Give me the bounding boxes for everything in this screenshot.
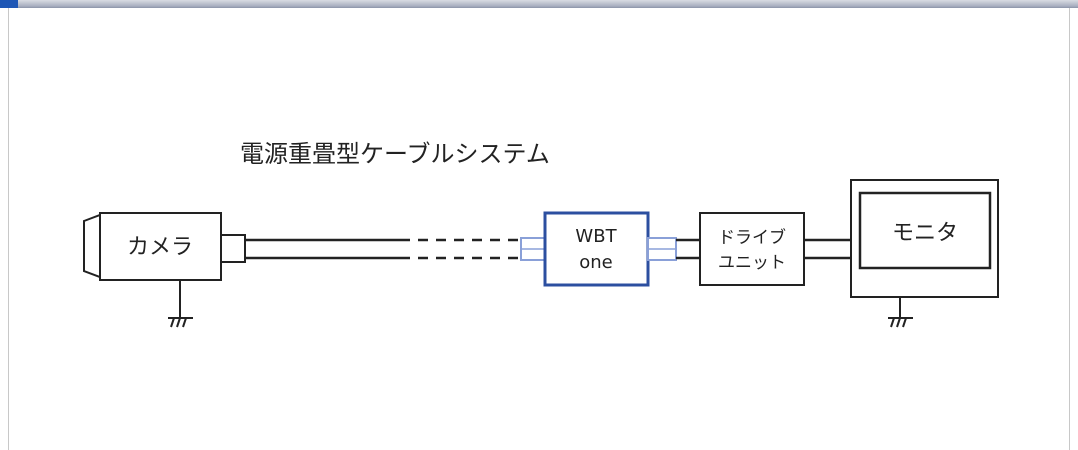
- wbt-label-line1: WBT: [575, 226, 617, 247]
- camera-connector: [220, 234, 246, 263]
- wbt-one-box: [543, 211, 650, 287]
- camera-ground-icon: [168, 280, 193, 328]
- slide-frame: [8, 8, 1070, 450]
- wbt-label-line2: one: [579, 252, 613, 273]
- coax-cable-left: [245, 238, 520, 260]
- camera-box: [99, 212, 222, 281]
- diagram-title: 電源重畳型ケーブルシステム: [240, 140, 550, 168]
- monitor-ground-icon: [888, 297, 913, 328]
- monitor-screen: [858, 191, 992, 270]
- camera-lens-icon: [83, 213, 101, 279]
- drive-unit-box: [699, 212, 805, 286]
- drive-unit-label-line2: ユニット: [718, 253, 786, 273]
- top-bar: [0, 0, 1078, 8]
- monitor-label: モニタ: [892, 221, 958, 246]
- camera-label: カメラ: [127, 235, 193, 260]
- link-drive-monitor: [804, 238, 851, 260]
- drive-unit-label-line1: ドライブ: [718, 227, 786, 248]
- top-bar-accent: [0, 0, 18, 8]
- link-wbt-drive: [676, 238, 700, 260]
